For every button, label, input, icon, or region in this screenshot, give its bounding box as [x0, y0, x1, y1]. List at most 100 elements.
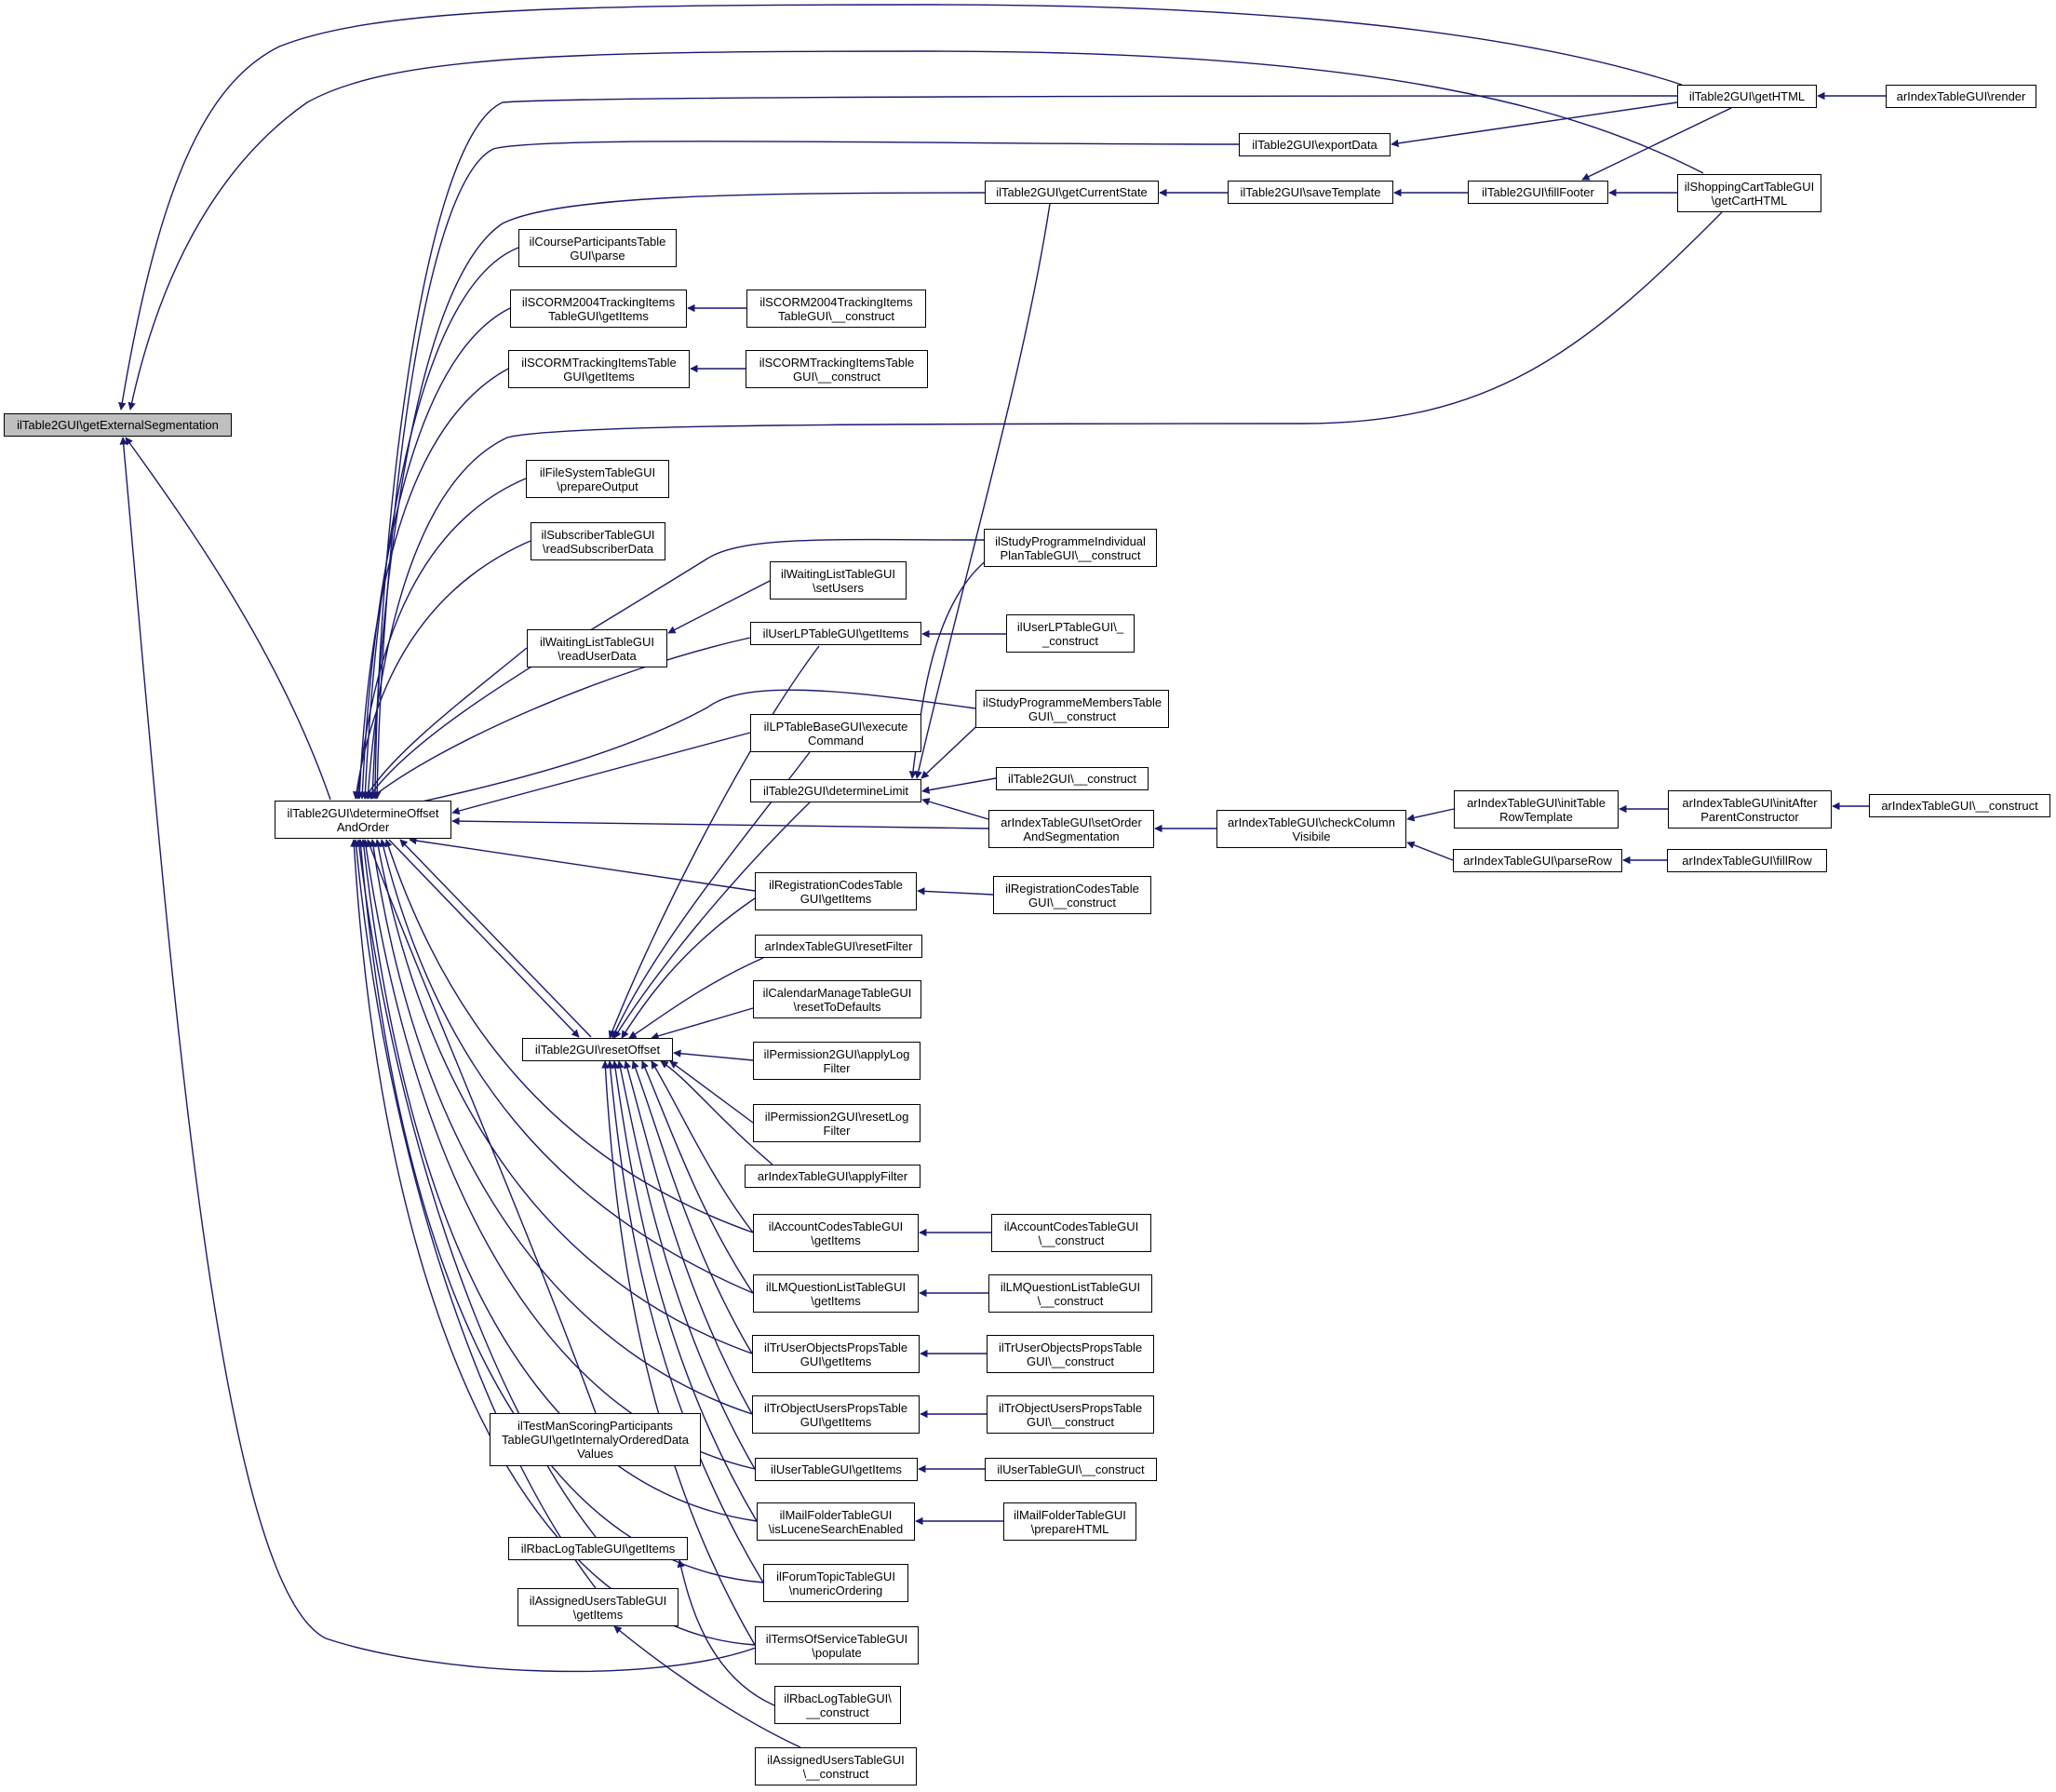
edge-testMan-det	[366, 839, 597, 1414]
node-applyFilter[interactable]: arIndexTableGUI\applyFilter	[745, 1165, 920, 1188]
edge-registration-construct	[917, 887, 994, 896]
node-getExternalSegmentation[interactable]: ilTable2GUI\getExternalSegmentation	[4, 413, 232, 437]
node-Subscriber-readData[interactable]: ilSubscriberTableGUI \readSubscriberData	[531, 522, 665, 560]
node-fillFooter[interactable]: ilTable2GUI\fillFooter	[1468, 181, 1608, 204]
node-determineLimit[interactable]: ilTable2GUI\determineLimit	[750, 779, 921, 802]
node-TrObjectUsersProps-getItems[interactable]: ilTrObjectUsersPropsTable GUI\getItems	[752, 1395, 920, 1434]
node-UserTable-construct[interactable]: ilUserTableGUI\__construct	[985, 1458, 1157, 1481]
node-RegistrationCodes-getItems[interactable]: ilRegistrationCodesTable GUI\getItems	[755, 872, 917, 910]
edge-root-getHTML	[118, 4, 1683, 411]
edge-subscriber	[352, 540, 531, 800]
node-AssignedUsers-getItems[interactable]: ilAssignedUsersTableGUI \getItems	[517, 1588, 679, 1626]
node-WaitingList-readUserData[interactable]: ilWaitingListTableGUI \readUserData	[527, 629, 667, 667]
edge-lpExecute	[451, 732, 751, 815]
node-LMQuestionList-construct[interactable]: ilLMQuestionListTableGUI \__construct	[988, 1274, 1152, 1313]
edge-rs-terms	[601, 1060, 756, 1646]
node-LMQuestionList-getItems[interactable]: ilLMQuestionListTableGUI \getItems	[753, 1274, 919, 1313]
node-resetFilter[interactable]: arIndexTableGUI\resetFilter	[755, 935, 922, 958]
node-AssignedUsers-construct[interactable]: ilAssignedUsersTableGUI \__construct	[755, 1747, 917, 1785]
edge-rs-applyFilter	[660, 1060, 773, 1165]
node-AccountCodes-construct[interactable]: ilAccountCodesTableGUI \__construct	[991, 1214, 1151, 1252]
node-setOrderAndSegmentation[interactable]: arIndexTableGUI\setOrder AndSegmentation	[988, 810, 1154, 848]
node-MailFolder-isLuceneSearchEnabled[interactable]: ilMailFolderTableGUI \isLuceneSearchEnab…	[757, 1502, 915, 1541]
node-SCORMTracking-getItems[interactable]: ilSCORMTrackingItemsTable GUI\getItems	[508, 350, 690, 388]
edge-rbac-det	[355, 839, 597, 1538]
node-SCORM2004-getItems[interactable]: ilSCORM2004TrackingItems TableGUI\getIte…	[510, 290, 687, 328]
edge-registration-det	[409, 836, 756, 892]
node-initAfterParentConstructor[interactable]: arIndexTableGUI\initAfter ParentConstruc…	[1668, 790, 1832, 829]
edge-determineLimit-getCurrentState	[914, 203, 1051, 779]
node-UserLP-getItems[interactable]: ilUserLPTableGUI\getItems	[750, 622, 921, 645]
node-Table2GUI-construct[interactable]: ilTable2GUI\__construct	[996, 767, 1149, 790]
edge-rs-calendar	[651, 1007, 754, 1040]
edge-rs-trObject	[623, 1060, 753, 1415]
edge-mailFolder-det	[359, 839, 758, 1522]
edge-rbac-construct	[677, 1559, 775, 1706]
edge-studyIndividual	[367, 538, 985, 800]
node-checkColumnVisibile[interactable]: arIndexTableGUI\checkColumn Visibile	[1216, 810, 1406, 848]
edge-accountCodes-det	[384, 839, 754, 1233]
edge-scorm2004	[358, 307, 511, 800]
edge-getHTML-exportData	[1391, 101, 1678, 148]
node-UserLP-construct[interactable]: ilUserLPTableGUI\_ _construct	[1006, 614, 1135, 653]
edge-waitingList	[364, 647, 528, 800]
node-UserTable-getItems[interactable]: ilUserTableGUI\getItems	[755, 1458, 918, 1481]
node-parseRow[interactable]: arIndexTableGUI\parseRow	[1453, 849, 1622, 872]
node-StudyProgrammeIndividual-construct[interactable]: ilStudyProgrammeIndividual PlanTableGUI\…	[984, 529, 1157, 567]
edge-getHTML-fillFooter	[1581, 107, 1732, 181]
node-SCORMTracking-construct[interactable]: ilSCORMTrackingItemsTable GUI\__construc…	[746, 350, 928, 388]
edge-rs-resetLog	[669, 1060, 754, 1124]
edge-getCurrentState-determineOffset	[369, 192, 986, 800]
node-getHTML[interactable]: ilTable2GUI\getHTML	[1677, 85, 1817, 108]
edge-rs-forum	[606, 1060, 764, 1583]
node-getCurrentState[interactable]: ilTable2GUI\getCurrentState	[985, 181, 1159, 204]
edge-terms-det2	[350, 839, 756, 1646]
edge-getCartHTML-determineOffset	[364, 211, 1723, 800]
node-initTableRowTemplate[interactable]: arIndexTableGUI\initTable RowTemplate	[1454, 790, 1619, 829]
node-RbacLog-construct[interactable]: ilRbacLogTableGUI\ __construct	[774, 1686, 901, 1724]
node-getCartHTML[interactable]: ilShoppingCartTableGUI \getCartHTML	[1677, 174, 1821, 212]
node-resetOffset[interactable]: ilTable2GUI\resetOffset	[522, 1038, 673, 1061]
node-TermsOfService-populate[interactable]: ilTermsOfServiceTableGUI \populate	[755, 1626, 919, 1664]
edge-rs-userTable	[616, 1060, 756, 1470]
node-CourseParticipants-parse[interactable]: ilCourseParticipantsTable GUI\parse	[518, 229, 677, 267]
node-AccountCodes-getItems[interactable]: ilAccountCodesTableGUI \getItems	[753, 1214, 919, 1252]
node-determineOffsetAndOrder[interactable]: ilTable2GUI\determineOffset AndOrder	[275, 801, 451, 839]
node-StudyProgrammeMembers-construct[interactable]: ilStudyProgrammeMembersTable GUI\__const…	[975, 690, 1169, 728]
edge-fileSystem	[354, 478, 527, 800]
edge-determineLimit-table2construct	[921, 777, 997, 794]
edge-waitingList-setUsers	[667, 580, 771, 634]
node-TrObjectUsersProps-construct[interactable]: ilTrObjectUsersPropsTable GUI\__construc…	[987, 1395, 1154, 1434]
node-RbacLog-getItems[interactable]: ilRbacLogTableGUI\getItems	[508, 1537, 688, 1560]
node-ForumTopic-numericOrdering[interactable]: ilForumTopicTableGUI \numericOrdering	[763, 1564, 908, 1602]
edge-trObject-det	[369, 839, 753, 1415]
edge-root-getCartHTML	[128, 50, 1704, 411]
edge-userLP-det	[370, 637, 751, 800]
node-render[interactable]: arIndexTableGUI\render	[1886, 85, 2036, 108]
edge-studyMembers	[401, 689, 976, 809]
edge-root-determineOffsetAndOrder	[125, 437, 331, 801]
edge-rs-trUser	[631, 1060, 753, 1354]
node-exportData[interactable]: ilTable2GUI\exportData	[1239, 133, 1391, 156]
edge-root-termsOfService	[119, 437, 757, 1673]
node-saveTemplate[interactable]: ilTable2GUI\saveTemplate	[1228, 181, 1393, 204]
node-fillRow[interactable]: arIndexTableGUI\fillRow	[1667, 849, 1827, 872]
node-TestManScoring-getInternalyOrderedDataValues[interactable]: ilTestManScoringParticipants TableGUI\ge…	[490, 1413, 701, 1466]
edge-scormTracking	[356, 368, 509, 800]
node-arIndexTableGUI-construct[interactable]: arIndexTableGUI\__construct	[1869, 794, 2050, 817]
node-Permission2-resetLogFilter[interactable]: ilPermission2GUI\resetLog Filter	[753, 1104, 920, 1142]
node-WaitingList-setUsers[interactable]: ilWaitingListTableGUI \setUsers	[770, 561, 907, 600]
node-LPTableBase-executeCommand[interactable]: ilLPTableBaseGUI\execute Command	[750, 714, 921, 752]
node-RegistrationCodes-construct[interactable]: ilRegistrationCodesTable GUI\__construct	[993, 876, 1151, 914]
node-TrUserObjectsProps-construct[interactable]: ilTrUserObjectsPropsTable GUI\__construc…	[987, 1335, 1154, 1373]
edge-courseParticipants	[361, 247, 519, 800]
node-SCORM2004-construct[interactable]: ilSCORM2004TrackingItems TableGUI\__cons…	[746, 290, 926, 328]
node-MailFolder-prepareHTML[interactable]: ilMailFolderTableGUI \prepareHTML	[1003, 1502, 1136, 1541]
node-FileSystem-prepareOutput[interactable]: ilFileSystemTableGUI \prepareOutput	[526, 460, 669, 498]
node-CalendarManage-resetToDefaults[interactable]: ilCalendarManageTableGUI \resetToDefault…	[753, 980, 921, 1018]
node-Permission2-applyLogFilter[interactable]: ilPermission2GUI\applyLog Filter	[753, 1042, 920, 1080]
node-TrUserObjectsProps-getItems[interactable]: ilTrUserObjectsPropsTable GUI\getItems	[752, 1335, 920, 1373]
edge-assigned-det	[352, 839, 597, 1589]
